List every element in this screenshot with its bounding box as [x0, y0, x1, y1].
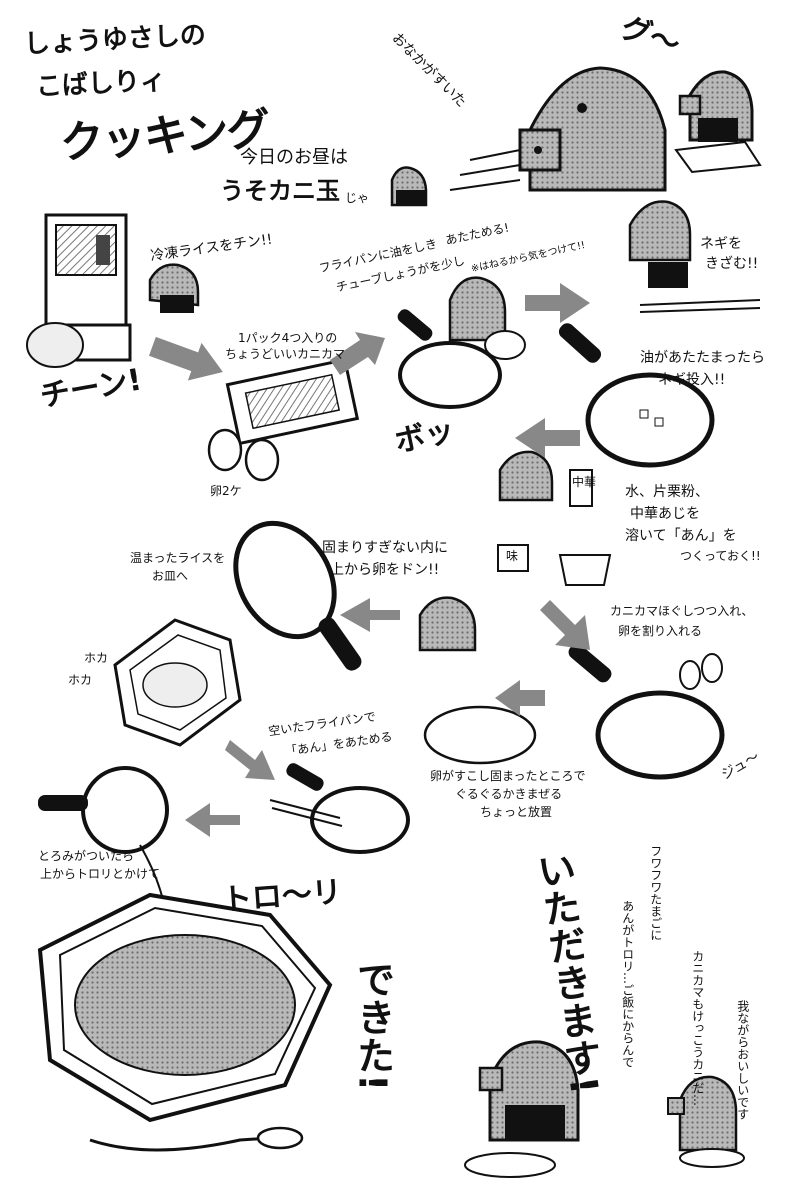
step-egg-in-text-1: カニカマほぐしつつ入れ、	[610, 604, 754, 618]
subtitle-line-1: 今日のお昼は	[240, 147, 348, 168]
step-negi-in-text-2: ネギ投入!!	[658, 372, 726, 388]
step-pour-text-2: 上からトロリとかけて	[40, 867, 161, 881]
ending-comment-1: フワフワたまごに	[648, 845, 663, 941]
step-an-prep-text-1: 水、片栗粉、	[625, 484, 709, 500]
step-an-prep-text-2: 中華あじを	[630, 506, 700, 522]
frying-pan-negi	[558, 323, 715, 468]
label-cup: 味	[506, 549, 519, 563]
frying-pan-final-pour	[38, 766, 169, 911]
character-eating-big	[464, 1040, 580, 1178]
step-onto-rice-text-2: 上から卵をドン!!	[330, 562, 440, 578]
step-negi-cut-text-2: きざむ!!	[705, 256, 759, 272]
step-egg-in-text-2: 卵を割り入れる	[618, 624, 703, 638]
frying-pan-pour	[233, 520, 362, 671]
step-onto-rice-text-1: 固まりすぎない内に	[322, 540, 448, 556]
frying-pan-oil	[397, 309, 502, 409]
speed-lines-top	[449, 149, 521, 191]
step-stir-text-1: 卵がすこし固まったところで	[430, 769, 586, 783]
microwave-illustration	[26, 213, 132, 368]
ending-dekita: できた!	[350, 960, 395, 1092]
step-stir-text-3: ちょっと放置	[480, 805, 553, 819]
step-an-prep-text-4: つくっておく!!	[680, 549, 761, 563]
frying-pan-egg	[568, 643, 725, 780]
chef-at-microwave	[148, 263, 200, 313]
step-stir-text-2: ぐるぐるかきまぜる	[455, 787, 563, 801]
step-kanikama-text-2: ちょうどいいカニカマ	[225, 347, 346, 361]
step-eggs-text: 卵2ケ	[210, 484, 242, 498]
subtitle-suffix: じゃ	[345, 191, 370, 205]
subtitle-line-2: うそカニ玉	[220, 177, 340, 205]
hungry-character	[518, 66, 667, 192]
kanikama-pack	[225, 357, 360, 446]
ending-comment-2: あんがトロリ…ご飯にからんで	[620, 900, 635, 1068]
step-negi-in-text-1: 油があたたまったら	[640, 350, 766, 366]
ending-comment-4: 我ながらおいしいです	[735, 1000, 750, 1120]
step-rice-plate-text-1: 温まったライスを	[130, 551, 226, 565]
step-an-prep-text-3: 溶いて「あん」を	[625, 528, 737, 544]
frying-pan-an	[269, 763, 410, 854]
step-negi-cut-text-1: ネギを	[700, 236, 742, 252]
step-rice-plate-text-2: お皿へ	[152, 569, 189, 583]
sfx-hoka-2: ホカ	[68, 673, 93, 687]
ending-comment-3: カニカマもけっこうカニだ…	[690, 950, 705, 1106]
chef-stirring	[418, 596, 537, 765]
final-dish	[37, 892, 333, 1152]
eggs	[207, 428, 280, 482]
flow-arrows	[148, 283, 590, 837]
chef-cutting-negi	[628, 200, 761, 313]
chef-character-small	[674, 70, 762, 174]
chef-mixing-an	[497, 450, 612, 586]
label-spice: 中華	[572, 475, 597, 489]
rice-plate	[113, 618, 242, 747]
step-kanikama-text-1: 1パック4つ入りの	[238, 331, 338, 345]
chef-with-ginger	[448, 276, 526, 360]
small-chef-subtitle	[390, 166, 428, 207]
sfx-hoka-1: ホカ	[84, 651, 109, 665]
step-pour-text-1: とろみがついたら	[38, 849, 135, 863]
character-eating-small	[667, 1075, 745, 1168]
